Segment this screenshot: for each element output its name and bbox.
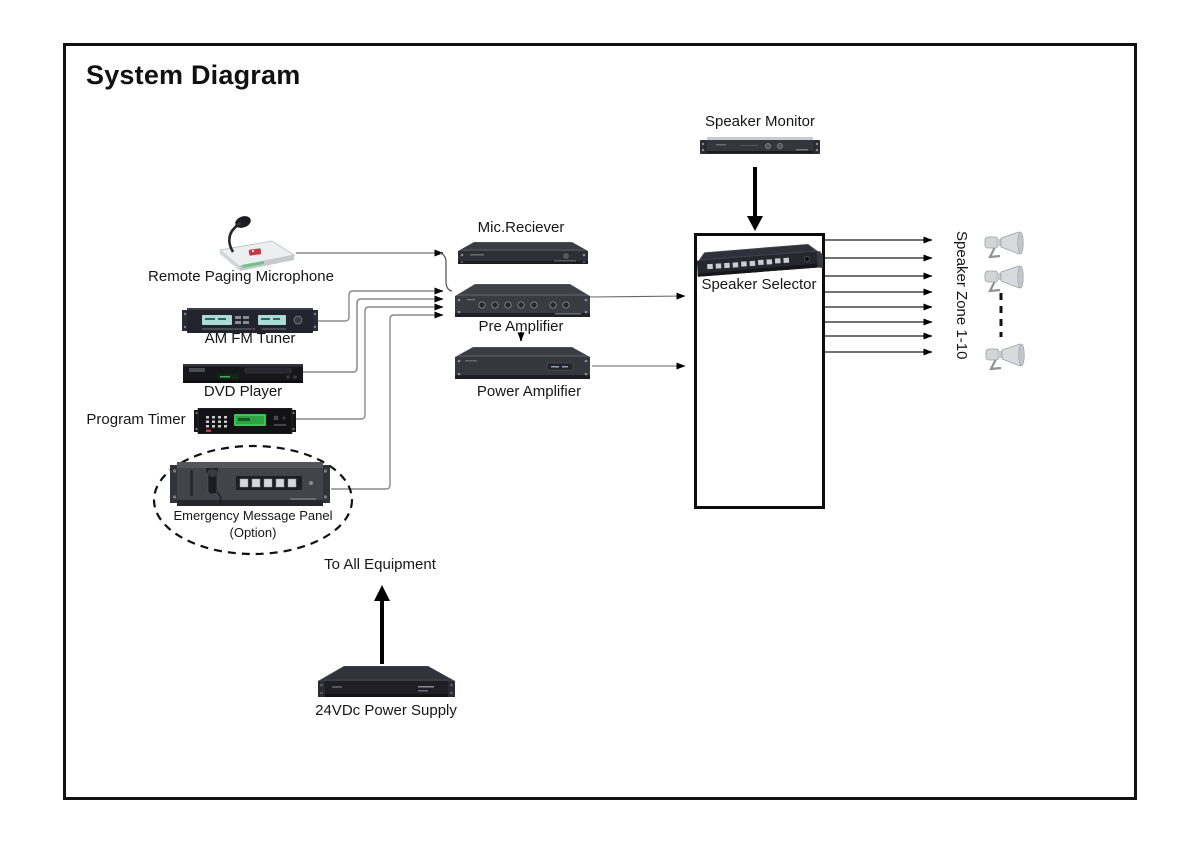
speaker-monitor-device <box>700 137 820 156</box>
rack-unit-icon <box>455 347 590 379</box>
pre-amplifier-label: Pre Amplifier <box>478 318 564 335</box>
remote-paging-microphone-label: Remote Paging Microphone <box>148 268 334 285</box>
program-timer-icon <box>194 407 296 435</box>
power-supply-device <box>318 666 455 700</box>
dvd-player-device <box>183 364 303 383</box>
speaker-selector-device <box>695 241 824 281</box>
power-supply-label: 24VDc Power Supply <box>315 702 457 719</box>
emergency-panel-icon <box>170 462 330 506</box>
rack-unit-icon <box>700 137 820 154</box>
paging-microphone-icon <box>219 216 296 271</box>
pre-amplifier-device <box>455 284 590 320</box>
horn-speaker-icon <box>984 265 1024 293</box>
power-amplifier-device <box>455 347 590 382</box>
wire-tuner-to-preamp <box>317 287 444 322</box>
rack-unit-icon <box>458 242 588 264</box>
speaker-monitor-label: Speaker Monitor <box>704 113 816 130</box>
dvd-player-label: DVD Player <box>203 383 283 400</box>
mic-receiver-device <box>458 242 588 265</box>
selector-rack-icon <box>696 243 824 277</box>
remote-paging-microphone-device <box>202 212 297 272</box>
program-timer-label: Program Timer <box>86 411 186 428</box>
page-title: System Diagram <box>86 60 301 90</box>
emergency-message-panel-device <box>170 462 330 506</box>
wires-selector-to-zones <box>823 236 933 356</box>
wire-dvd-to-preamp <box>301 295 444 373</box>
wire-preamp-to-selector <box>589 292 686 300</box>
dvd-player-icon <box>183 364 303 383</box>
arrowhead-monitor <box>747 216 763 231</box>
emergency-option-ellipse <box>152 444 354 556</box>
power-amplifier-label: Power Amplifier <box>476 383 582 400</box>
tuner-icon <box>182 308 318 333</box>
horn-speaker-icon <box>984 231 1024 259</box>
arrowhead-supply <box>374 585 390 601</box>
speaker-zone-label: Speaker Zone 1-10 <box>953 231 970 360</box>
speaker-selector-box <box>694 233 825 509</box>
wire-timer-to-preamp <box>295 303 444 420</box>
horn-speaker-3 <box>984 341 1026 373</box>
emergency-option-label: (Option) <box>229 525 277 540</box>
wire-receiver-to-preamp <box>439 252 453 292</box>
mic-receiver-label: Mic.Reciever <box>477 219 565 236</box>
am-fm-tuner-device <box>182 308 318 333</box>
program-timer-device <box>194 407 296 435</box>
am-fm-tuner-label: AM FM Tuner <box>204 330 296 347</box>
wire-emergency-to-preamp <box>331 311 444 490</box>
horn-speaker-icon <box>985 343 1025 371</box>
horn-speaker-2 <box>983 263 1025 295</box>
speaker-selector-label: Speaker Selector <box>701 276 817 293</box>
rack-unit-icon <box>455 284 590 317</box>
to-all-equipment-label: To All Equipment <box>324 556 436 573</box>
power-supply-icon <box>318 666 455 697</box>
emergency-panel-label: Emergency Message Panel <box>173 508 333 523</box>
horn-speaker-1 <box>983 229 1025 261</box>
